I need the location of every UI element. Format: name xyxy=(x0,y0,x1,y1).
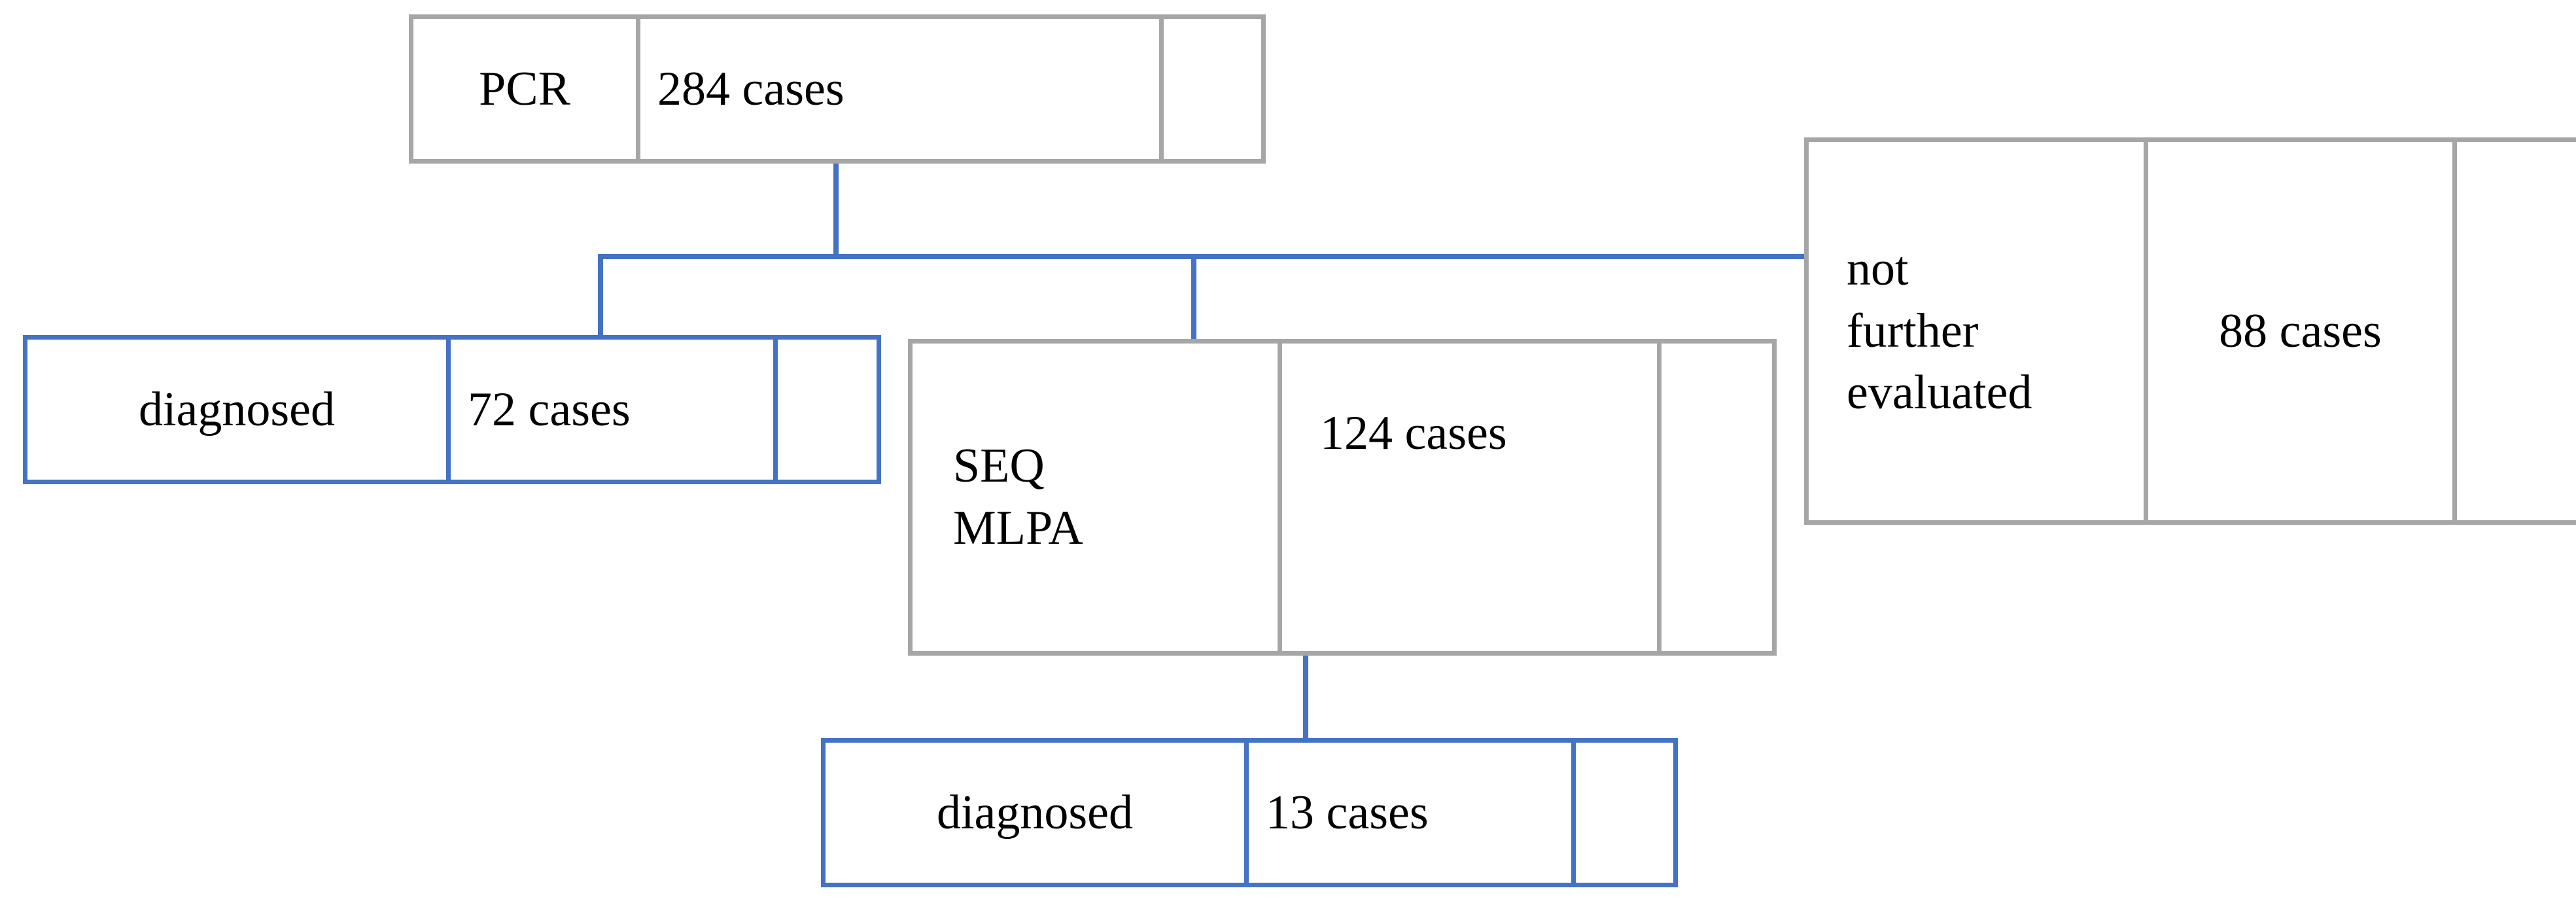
connector-to-seq-mlpa xyxy=(1191,254,1196,340)
node-diagnosed-seq-spacer xyxy=(1571,743,1673,883)
connector-to-diagnosed-seq xyxy=(1303,654,1308,739)
node-not-further-evaluated-count: 88 cases xyxy=(2144,142,2452,520)
node-diagnosed-seq[interactable]: diagnosed 13 cases xyxy=(821,738,1678,887)
node-seq-mlpa-count: 124 cases xyxy=(1278,344,1657,651)
node-diagnosed-pcr-spacer xyxy=(773,340,877,480)
node-diagnosed-seq-label: diagnosed xyxy=(826,743,1244,883)
node-not-further-evaluated[interactable]: not further evaluated 88 cases xyxy=(1804,137,2576,525)
node-pcr-label: PCR xyxy=(413,19,636,159)
connector-pcr-stem xyxy=(833,162,839,258)
connector-horizontal-bus xyxy=(598,254,1805,259)
node-pcr-spacer xyxy=(1159,19,1261,159)
connector-to-diagnosed-pcr xyxy=(598,254,603,335)
node-pcr[interactable]: PCR 284 cases xyxy=(409,14,1266,164)
node-pcr-count: 284 cases xyxy=(636,19,1159,159)
node-diagnosed-seq-count: 13 cases xyxy=(1244,743,1571,883)
node-not-further-evaluated-spacer xyxy=(2452,142,2576,520)
node-seq-mlpa[interactable]: SEQ MLPA 124 cases xyxy=(908,339,1777,656)
node-seq-mlpa-label: SEQ MLPA xyxy=(913,344,1278,651)
node-diagnosed-pcr[interactable]: diagnosed 72 cases xyxy=(23,335,881,484)
node-seq-mlpa-spacer xyxy=(1657,344,1772,651)
node-not-further-evaluated-label: not further evaluated xyxy=(1809,142,2144,520)
node-diagnosed-pcr-count: 72 cases xyxy=(446,340,773,480)
node-diagnosed-pcr-label: diagnosed xyxy=(27,340,446,480)
